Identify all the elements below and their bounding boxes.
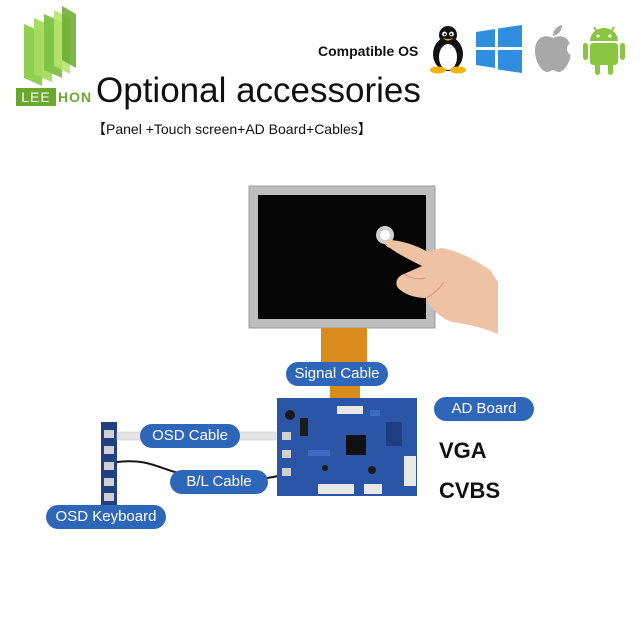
- product-illustration: [101, 185, 498, 506]
- page-title: Optional accessories: [96, 71, 421, 110]
- leehon-logo-icon: [24, 6, 76, 86]
- windows-icon: [476, 25, 522, 73]
- logo-text-hon: HON: [58, 89, 93, 105]
- bl-cable-label: B/L Cable: [170, 470, 268, 494]
- osd-keyboard-board: [101, 422, 117, 506]
- signal-cvbs-text: CVBS: [439, 478, 501, 503]
- ad-board: [277, 398, 417, 496]
- lcd-panel-touch-screen: [248, 185, 436, 329]
- compatible-os-label: Compatible OS: [318, 43, 419, 59]
- osd-cable-label: OSD Cable: [140, 424, 240, 448]
- touch-point-icon: [376, 226, 394, 244]
- signal-vga-text: VGA: [439, 438, 487, 463]
- apple-icon: [535, 25, 576, 72]
- android-icon: [583, 26, 625, 75]
- linux-tux-icon: [430, 26, 466, 74]
- hand-icon: [384, 240, 498, 334]
- osd-keyboard-label: OSD Keyboard: [46, 505, 166, 529]
- ad-board-label: AD Board: [434, 397, 534, 421]
- page-subtitle: 【Panel +Touch screen+AD Board+Cables】: [92, 121, 372, 137]
- logo-text-lee: LEE: [16, 88, 56, 106]
- signal-cable-label: Signal Cable: [286, 362, 388, 386]
